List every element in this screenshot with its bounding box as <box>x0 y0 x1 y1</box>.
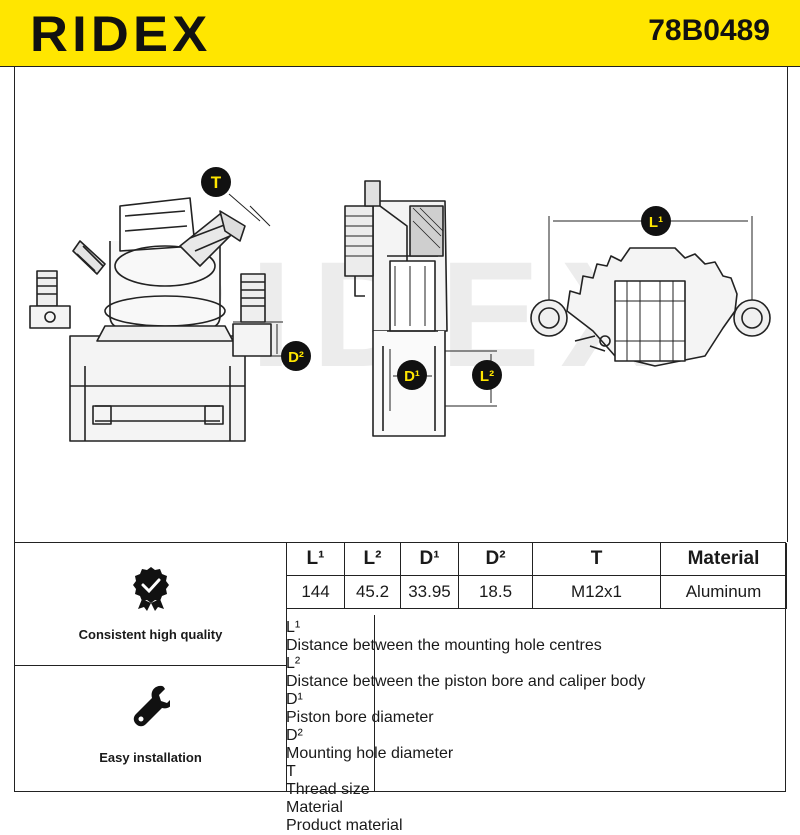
legend-description: Distance between the mounting hole centr… <box>286 637 602 654</box>
svg-text:T: T <box>211 173 222 192</box>
feature-installation: Easy installation <box>15 666 286 791</box>
legend-description: Distance between the piston bore and cal… <box>286 673 646 690</box>
legend-description: Thread size <box>286 781 370 798</box>
svg-text:L¹: L¹ <box>649 214 663 231</box>
technical-drawing: RIDEX <box>14 66 788 542</box>
legend-key: T <box>286 763 296 780</box>
feature-label: Easy installation <box>99 750 202 765</box>
legend-key: L¹ <box>286 619 301 636</box>
specs-value-row: 144 45.2 33.95 18.5 M12x1 Aluminum <box>286 575 787 609</box>
spec-header-l1: L¹ <box>286 543 345 576</box>
legend-description: Piston bore diameter <box>286 709 434 726</box>
legend-key: L² <box>286 655 301 672</box>
specs-table: L¹ L² D¹ D² T Material 144 45.2 33.95 18… <box>286 543 787 609</box>
caliper-top-view <box>530 216 771 367</box>
quality-badge-icon <box>133 567 169 611</box>
callout-L1: L¹ <box>641 206 671 236</box>
legend-row: D² Mounting hole diameter <box>286 727 786 763</box>
legend-row: L² Distance between the piston bore and … <box>286 655 786 691</box>
spec-header-l2: L² <box>344 543 401 576</box>
feature-quality: Consistent high quality <box>15 543 286 666</box>
legend-row: Material Product material <box>286 799 786 835</box>
legend-key: Material <box>286 799 343 816</box>
legend-key: D¹ <box>286 691 303 708</box>
caliper-front-view <box>29 193 283 442</box>
callout-D2: D² <box>281 341 311 371</box>
spec-header-d2: D² <box>458 543 533 576</box>
svg-text:L²: L² <box>480 368 494 385</box>
spec-value-l1: 144 <box>286 575 345 609</box>
spec-value-l2: 45.2 <box>344 575 401 609</box>
spec-value-d2: 18.5 <box>458 575 533 609</box>
spec-header-d1: D¹ <box>400 543 459 576</box>
brand-logo: RIDEX <box>30 6 212 62</box>
spec-header-t: T <box>532 543 661 576</box>
callout-T: T <box>201 167 231 197</box>
info-panel: Consistent high quality Easy installatio… <box>14 542 787 834</box>
svg-text:D²: D² <box>288 349 304 366</box>
legend-row: L¹ Distance between the mounting hole ce… <box>286 619 786 655</box>
caliper-drawing: RIDEX <box>29 167 771 442</box>
features-column: Consistent high quality Easy installatio… <box>15 543 287 791</box>
legend-description: Mounting hole diameter <box>286 745 454 762</box>
part-number: 78B0489 <box>648 14 770 47</box>
legend-row: D¹ Piston bore diameter <box>286 691 786 727</box>
legend-row: T Thread size <box>286 763 786 799</box>
header-bar: RIDEX 78B0489 <box>0 0 800 67</box>
svg-text:D¹: D¹ <box>404 368 420 385</box>
spec-value-d1: 33.95 <box>400 575 459 609</box>
caliper-section-view <box>344 180 497 437</box>
legend: L¹ Distance between the mounting hole ce… <box>286 615 786 834</box>
callout-D1: D¹ <box>397 360 427 390</box>
spec-value-material: Aluminum <box>660 575 787 609</box>
spec-value-t: M12x1 <box>532 575 661 609</box>
wrench-icon <box>133 685 170 727</box>
feature-label: Consistent high quality <box>78 627 223 642</box>
specs-header-row: L¹ L² D¹ D² T Material <box>286 543 787 576</box>
spec-header-material: Material <box>660 543 787 576</box>
legend-description: Product material <box>286 817 403 834</box>
legend-divider <box>374 615 375 791</box>
legend-key: D² <box>286 727 303 744</box>
callout-L2: L² <box>472 360 502 390</box>
